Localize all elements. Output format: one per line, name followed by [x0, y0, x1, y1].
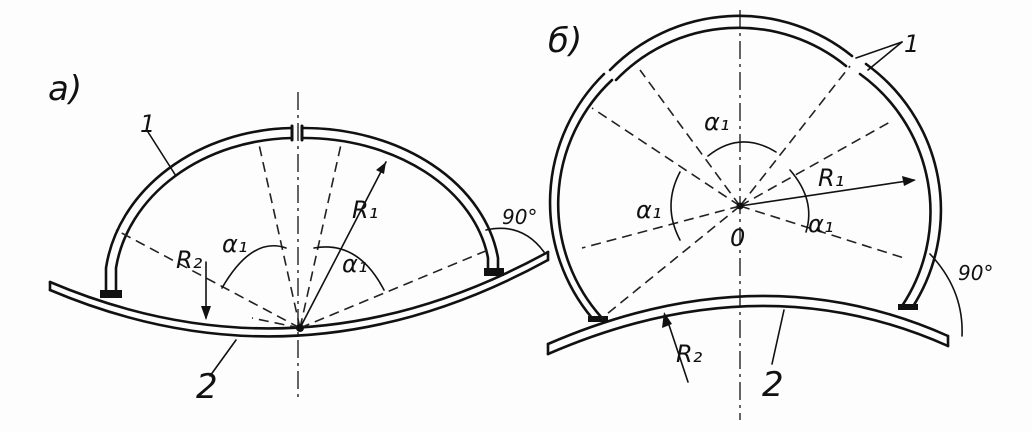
panel-b-ray — [739, 121, 891, 207]
panel-a-radius-2-label: R₂ — [176, 246, 203, 274]
panel-b-foot-right — [898, 304, 918, 310]
panel-b-label: б) — [548, 21, 582, 61]
panel-b-foot-left — [588, 316, 608, 322]
panel-a-arch-left-outer — [104, 126, 294, 298]
panel-b-arch-top-inner — [614, 26, 848, 82]
panel-a-part-2: 2 — [196, 367, 218, 407]
panel-a-ray — [257, 139, 301, 329]
panel-a-arch-right-inner — [300, 136, 490, 274]
panel-a-arch-left-inner — [114, 136, 294, 298]
panel-b-arch-right-inner — [858, 72, 932, 308]
panel-b-arch-left-inner — [556, 78, 614, 320]
panel-a-foot-left — [100, 290, 122, 298]
panel-a-ray — [115, 229, 301, 329]
panel-b-angle-arc-top — [707, 141, 777, 157]
panel-a-base-plate-inner — [48, 258, 550, 338]
panel-b-ray — [601, 205, 741, 319]
panel-b-arch-top-outer — [608, 14, 854, 72]
panel-a-radius-2-arrow — [201, 306, 211, 320]
panel-a-radius-1-line — [299, 161, 387, 329]
panel-b-ray — [591, 107, 741, 207]
panel-b-radius-2-line — [665, 315, 689, 383]
panel-b-right-angle-label: 90° — [958, 261, 993, 285]
panel-b-radius-2-label: R₂ — [676, 340, 703, 368]
panel-a-radius-1-arrow — [376, 162, 386, 174]
panel-b-center-point — [736, 202, 744, 210]
panel-b-leader-1a — [855, 41, 903, 59]
panel-a-part-1: 1 — [140, 110, 155, 138]
panel-b-leader-2 — [771, 309, 785, 365]
panel-a-foot-right — [484, 268, 504, 276]
panel-a-leader-2 — [209, 339, 237, 377]
panel-a-angle-right-label: α₁ — [342, 250, 367, 278]
panel-b-radius-1-line — [739, 179, 915, 207]
panel-b-base-plate-outer — [546, 294, 950, 346]
panel-a-radius-1-label: R₁ — [352, 196, 378, 224]
panel-b-angle-arc-right — [789, 169, 810, 233]
panel-a-center — [296, 324, 304, 332]
panel-a-right-angle-arc — [485, 227, 545, 253]
panel-b-ray — [639, 69, 741, 207]
panel-b-part-2: 2 — [762, 365, 784, 405]
panel-b-radius-1-label: R₁ — [818, 164, 844, 192]
panel-a-arch-right-outer — [300, 126, 500, 274]
panel-a-leader-1 — [147, 131, 177, 177]
panel-a-angle-left-label: α₁ — [222, 230, 247, 258]
panel-b-radius-1-arrow — [902, 176, 916, 186]
panel-b-angle-arc-left — [670, 171, 681, 241]
panel-a-label: a) — [48, 69, 82, 109]
panel-b-angle-top-label: α₁ — [704, 108, 729, 136]
panel-b-angle-left-label: α₁ — [636, 196, 661, 224]
panel-b-base-plate-inner — [546, 304, 950, 356]
panel-a: a) R₁ R₂ α₁ α₁ — [48, 69, 550, 407]
panel-a-right-angle-label: 90° — [502, 205, 537, 229]
panel-a-angle-arc-right — [313, 246, 385, 291]
panel-b-right-angle-arc — [929, 253, 963, 337]
panel-b-ray — [739, 205, 905, 259]
panel-b-ray — [739, 65, 851, 207]
panel-b-center-label: 0 — [730, 224, 745, 252]
panel-b-arch-right-outer — [864, 62, 943, 310]
panel-b: б) R₁ R₂ α₁ — [546, 10, 993, 420]
panel-b-part-1: 1 — [904, 30, 919, 58]
panel-b-ray — [581, 205, 741, 249]
panel-a-ray — [251, 317, 301, 329]
panel-a-angle-arc-left — [221, 244, 287, 289]
panel-a-ray — [299, 249, 489, 329]
panel-b-arch-left-outer — [548, 72, 606, 320]
panel-b-radius-2-arrow — [662, 312, 672, 328]
panel-a-ray — [299, 139, 343, 329]
panel-b-leader-1b — [867, 41, 903, 71]
panel-b-angle-right-label: α₁ — [808, 210, 833, 238]
